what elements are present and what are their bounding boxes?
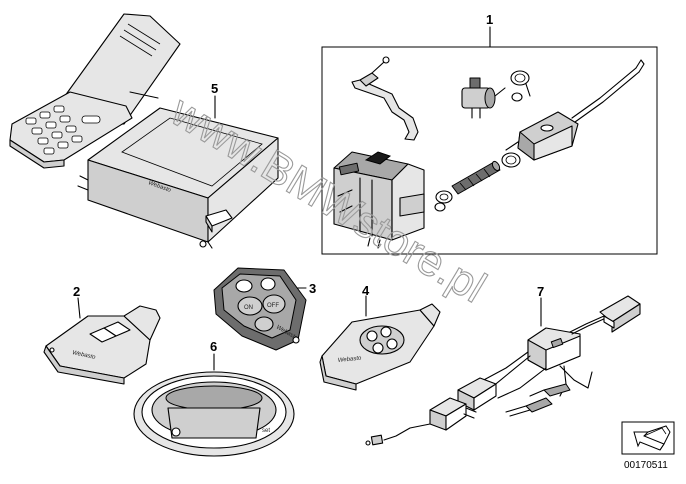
callout-6: 6 — [210, 339, 217, 354]
flex-exhaust-pipe — [451, 160, 501, 195]
callout-4: 4 — [362, 283, 370, 298]
part-4-remote-control: Webasto — [319, 295, 441, 391]
callout-3: 3 — [309, 281, 316, 296]
heater-unit — [333, 151, 425, 249]
part-6-timer-display: set — [133, 353, 295, 457]
part-5-control-unit: Webasto — [77, 95, 279, 249]
hose-clamp-bottom — [434, 190, 453, 212]
callout-1: 1 — [486, 12, 493, 27]
exhaust-silencer — [505, 59, 645, 161]
part-7-wiring-harness — [365, 295, 641, 446]
callout-5: 5 — [211, 81, 218, 96]
metering-pump — [461, 77, 506, 119]
callout-7: 7 — [537, 284, 544, 299]
timer-set-label: set — [262, 428, 270, 434]
hose-clamp-middle — [501, 152, 521, 168]
hose-clamp-top — [510, 70, 531, 102]
coolant-hose — [351, 56, 419, 141]
callout-2: 2 — [73, 284, 80, 299]
remote-2-brand-label: Webasto — [72, 350, 97, 361]
part-2-remote-fob: Webasto — [43, 297, 161, 385]
part-3-remote-control: ON OFF Webasto — [213, 267, 307, 351]
cell-phone — [9, 13, 181, 169]
remote-4-brand-label: Webasto — [338, 355, 363, 364]
arrow-icon — [621, 421, 675, 455]
phone-keypad — [25, 105, 101, 155]
remote-3-off-label: OFF — [267, 303, 279, 309]
diagram-number: 00170511 — [624, 460, 668, 471]
remote-3-on-label: ON — [244, 305, 253, 311]
part-1-heater-kit — [321, 26, 658, 255]
